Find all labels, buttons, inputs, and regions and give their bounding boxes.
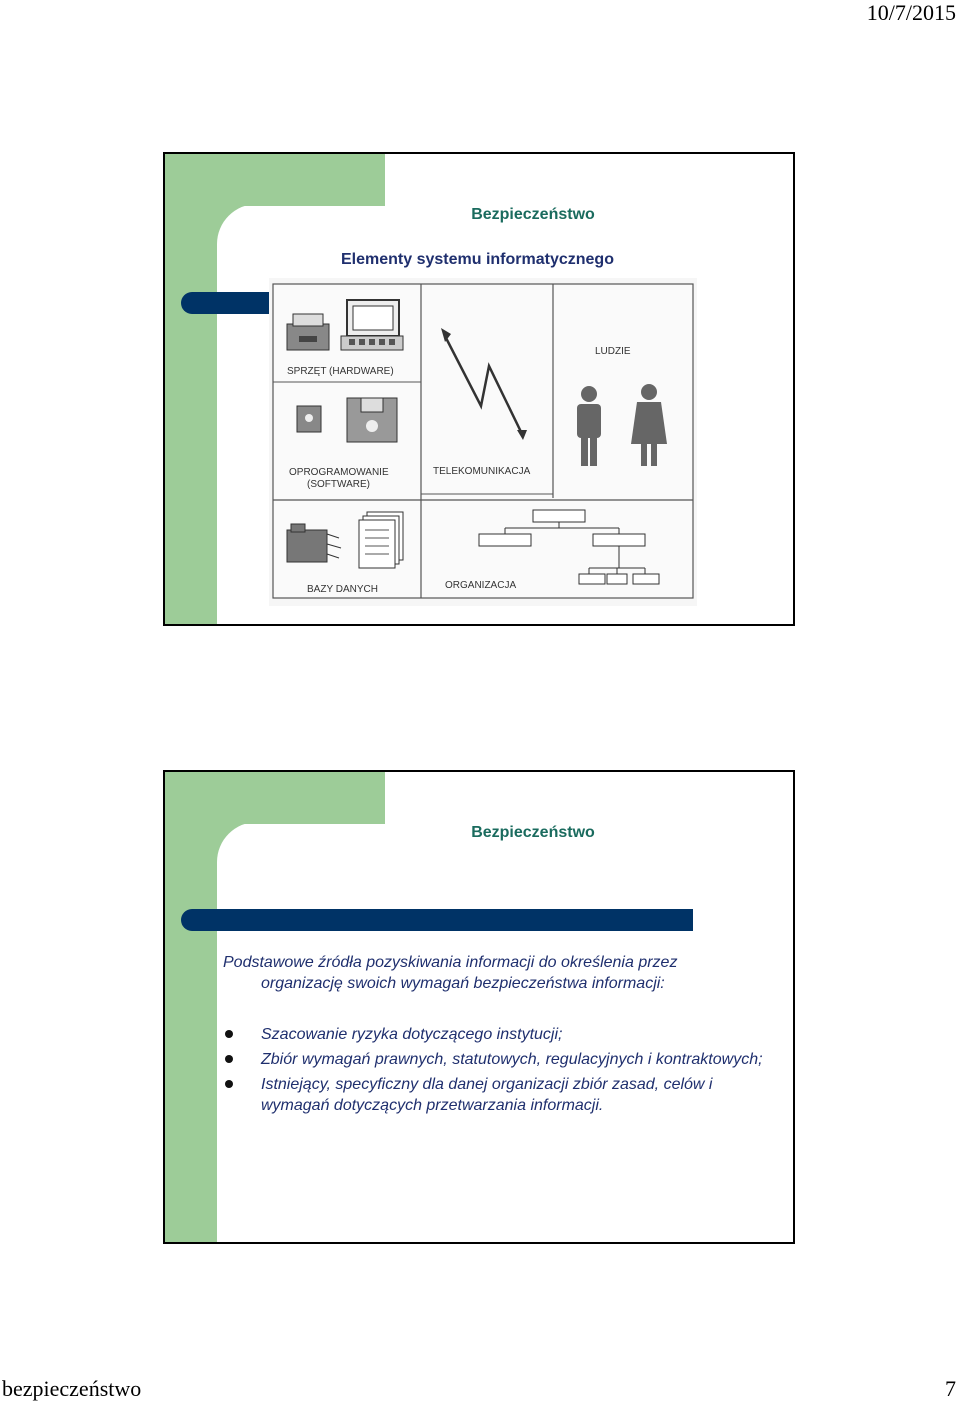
slide-2-white-top [385, 772, 793, 824]
people-icon [577, 384, 667, 466]
bullet-text: Szacowanie ryzyka dotyczącego instytucji… [261, 1026, 563, 1043]
slide-2: Bezpieczeństwo Podstawowe źródła pozyski… [163, 770, 795, 1244]
slide-1-white-top [385, 154, 793, 206]
hardware-label: SPRZĘT (HARDWARE) [287, 366, 394, 377]
software-label-line2: (SOFTWARE) [307, 479, 370, 490]
bullet-text: Istniejący, specyficzny dla danej organi… [261, 1076, 713, 1114]
bullet-dot-icon [225, 1030, 233, 1038]
bullet-item: Istniejący, specyficzny dla danej organi… [223, 1074, 773, 1116]
footer-title: bezpieczeństwo [2, 1376, 142, 1401]
page-number: 7 [945, 1376, 956, 1401]
telecom-label: TELEKOMUNIKACJA [433, 466, 531, 477]
slide-1-heading: Elementy systemu informatycznego [341, 251, 614, 268]
organization-label: ORGANIZACJA [445, 580, 516, 591]
bullet-text: Zbiór wymagań prawnych, statutowych, reg… [261, 1051, 763, 1068]
slide-1: Bezpieczeństwo Elementy systemu informat… [163, 152, 795, 626]
databases-label: BAZY DANYCH [307, 584, 378, 595]
printer-icon [286, 313, 330, 351]
slide-2-title: Bezpieczeństwo [471, 824, 595, 841]
intro-line-2: organizację swoich wymagań bezpieczeństw… [261, 975, 665, 992]
bullet-list: Szacowanie ryzyka dotyczącego instytucji… [223, 1024, 773, 1120]
information-system-figure: SPRZĘT (HARDWARE) OPROGRAMOWANIE (SOFTWA… [269, 278, 697, 606]
slide-2-content-area [217, 822, 793, 1242]
lightning-icon [441, 328, 527, 440]
documents-icon [358, 511, 404, 569]
intro-line-1: Podstawowe źródła pozyskiwania informacj… [223, 954, 678, 971]
slide-2-intro: Podstawowe źródła pozyskiwania informacj… [223, 952, 753, 994]
page-date: 10/7/2015 [866, 0, 956, 25]
slide-2-blue-bar [181, 909, 693, 931]
slide-1-blue-bar [181, 292, 271, 314]
bullet-item: Zbiór wymagań prawnych, statutowych, reg… [223, 1049, 773, 1070]
computer-icon [340, 299, 404, 351]
org-chart-icon [478, 509, 660, 585]
slide-1-green-tab [165, 154, 385, 206]
people-label: LUDZIE [595, 346, 631, 357]
slide-1-title: Bezpieczeństwo [471, 206, 595, 223]
floppy-disk-icon [296, 397, 398, 443]
slide-2-green-tab [165, 772, 385, 824]
bullet-item: Szacowanie ryzyka dotyczącego instytucji… [223, 1024, 773, 1045]
bullet-dot-icon [225, 1080, 233, 1088]
bullet-dot-icon [225, 1055, 233, 1063]
folders-icon [286, 523, 342, 563]
software-label-line1: OPROGRAMOWANIE [289, 467, 389, 478]
